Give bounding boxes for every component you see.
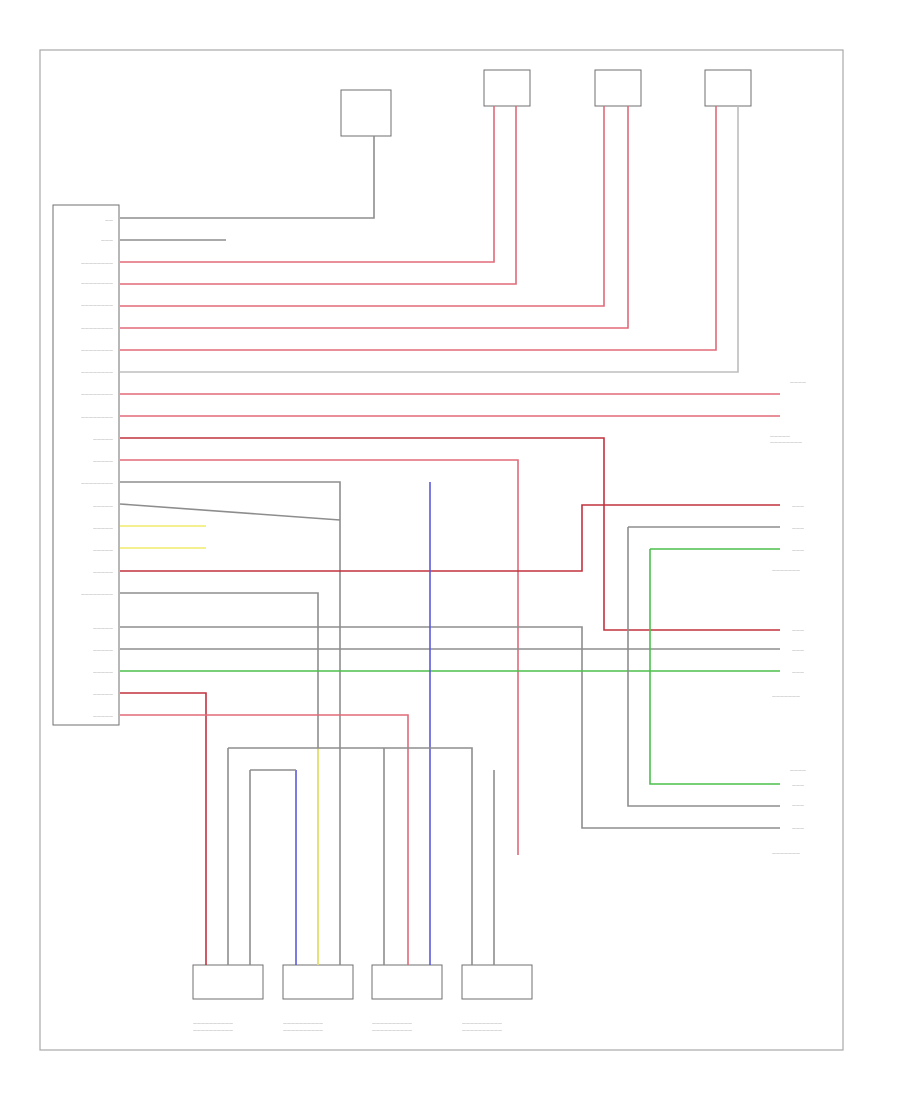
svg-text:——————————: ——————————: [193, 1028, 233, 1033]
svg-text:———————: ———————: [772, 568, 800, 573]
wire-row-8: [120, 106, 739, 373]
controller-pin-labels: —— ——— ———————— ———————— ———————— ——————…: [81, 218, 113, 719]
svg-text:———: ———: [792, 526, 804, 531]
svg-text:—————: —————: [770, 434, 790, 439]
svg-text:————————: ————————: [81, 261, 113, 266]
wire-row-22: [120, 692, 207, 965]
top-sensor-box-2: [594, 69, 642, 107]
svg-text:————: ————: [790, 380, 806, 385]
bottom-sensor-box-3: [371, 964, 443, 1000]
svg-text:—————: —————: [93, 648, 113, 653]
svg-text:—————: —————: [93, 459, 113, 464]
bottom-connector-labels: —————————— —————————— —————————— ———————…: [193, 1021, 502, 1033]
wire-row-3: [120, 106, 495, 263]
svg-text:————————: ————————: [81, 348, 113, 353]
svg-text:————————: ————————: [81, 415, 113, 420]
svg-text:—————: —————: [93, 504, 113, 509]
svg-text:—————: —————: [93, 548, 113, 553]
wire-row-13: [120, 481, 341, 965]
svg-text:——————————: ——————————: [462, 1028, 502, 1033]
wire-row-6: [120, 106, 629, 329]
svg-text:—————: —————: [93, 526, 113, 531]
svg-text:———: ———: [792, 648, 804, 653]
svg-text:——————————: ——————————: [193, 1021, 233, 1026]
svg-text:———: ———: [792, 548, 804, 553]
svg-text:———: ———: [792, 504, 804, 509]
wire-row-5: [120, 106, 605, 307]
bottom-sensor-box-2: [282, 964, 354, 1000]
svg-text:————————: ————————: [81, 592, 113, 597]
svg-text:————: ————: [790, 768, 806, 773]
svg-text:———: ———: [792, 783, 804, 788]
svg-text:————————: ————————: [81, 303, 113, 308]
svg-text:———————: ———————: [772, 694, 800, 699]
right-connector-labels: ———— ————— ———————— ——— ——— ——— ——————— …: [770, 380, 806, 856]
svg-text:—————: —————: [93, 670, 113, 675]
bottom-sensor-box-4: [461, 964, 533, 1000]
svg-text:————————: ————————: [81, 481, 113, 486]
top-connector-box: [340, 89, 392, 137]
page-frame: [39, 49, 844, 1051]
wire-row-11: [120, 437, 780, 631]
wire-right-gray-2: [627, 527, 780, 807]
wire-row-12: [120, 459, 519, 855]
wire-layer: [119, 106, 780, 965]
svg-text:————————: ————————: [81, 392, 113, 397]
svg-text:—————: —————: [93, 692, 113, 697]
wire-row-1: [120, 136, 375, 219]
svg-text:———: ———: [792, 628, 804, 633]
svg-text:—————: —————: [93, 626, 113, 631]
wire-row-17: [120, 504, 780, 572]
svg-text:————————: ————————: [81, 281, 113, 286]
svg-text:————————: ————————: [81, 326, 113, 331]
svg-text:———: ———: [792, 803, 804, 808]
top-sensor-box-1: [483, 69, 531, 107]
svg-text:—————: —————: [93, 570, 113, 575]
wire-gray-bus-1: [228, 747, 473, 965]
controller-module: —— ——— ———————— ———————— ———————— ——————…: [52, 204, 120, 726]
svg-text:——————————: ——————————: [372, 1028, 412, 1033]
svg-text:————————: ————————: [81, 370, 113, 375]
svg-text:—————: —————: [93, 437, 113, 442]
wire-right-green-2: [649, 549, 780, 785]
svg-text:——: ——: [105, 218, 113, 223]
bottom-sensor-box-1: [192, 964, 264, 1000]
wire-row-14: [119, 503, 341, 521]
svg-text:————————: ————————: [770, 440, 802, 445]
svg-text:———————: ———————: [772, 851, 800, 856]
svg-text:——————————: ——————————: [462, 1021, 502, 1026]
wire-row-7: [120, 106, 717, 351]
svg-text:——————————: ——————————: [372, 1021, 412, 1026]
wire-row-23: [120, 714, 409, 965]
top-sensor-box-3: [704, 69, 752, 107]
wire-row-4: [120, 106, 517, 285]
svg-text:———: ———: [792, 826, 804, 831]
svg-text:———: ———: [101, 238, 113, 243]
svg-text:——————————: ——————————: [283, 1028, 323, 1033]
svg-text:———: ———: [792, 670, 804, 675]
svg-text:—————: —————: [93, 714, 113, 719]
svg-text:——————————: ——————————: [283, 1021, 323, 1026]
wire-row-19: [120, 626, 780, 829]
